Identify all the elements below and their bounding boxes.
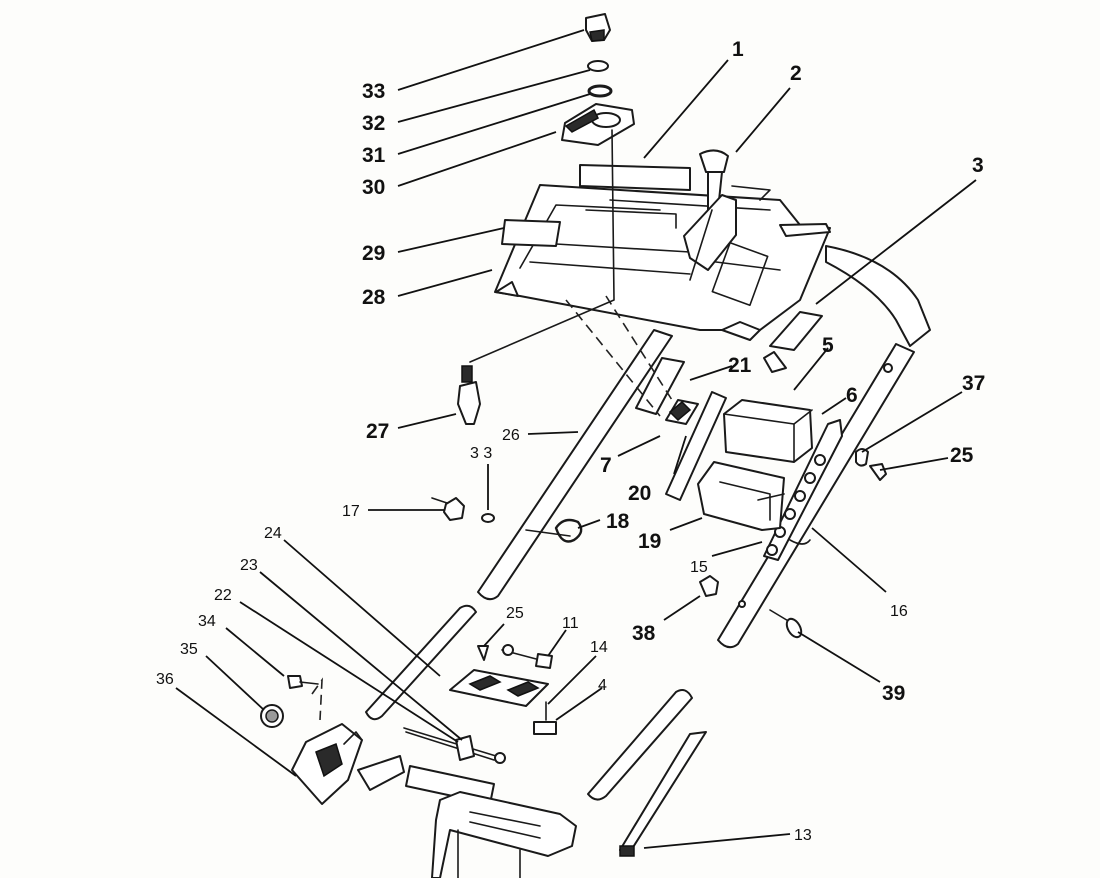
tube-lower-left	[365, 604, 477, 721]
cable-to-18	[525, 529, 571, 537]
part-25-screw-right	[869, 463, 887, 481]
callout-4: 4	[598, 677, 607, 694]
callout-13: 13	[794, 827, 812, 844]
callout-14: 14	[590, 639, 608, 656]
part-33-cap	[585, 13, 611, 42]
callout-19: 19	[638, 530, 661, 553]
callout-22: 22	[214, 587, 232, 604]
part-39-bolt	[769, 609, 803, 639]
part-6-box	[723, 399, 813, 463]
part-19-bracket	[697, 461, 785, 531]
part-37-nut	[855, 448, 869, 467]
part-18-clip	[554, 518, 583, 543]
part-27-switch	[457, 365, 481, 425]
part-25-screw-left	[477, 645, 489, 661]
callout-28: 28	[362, 286, 386, 309]
callout-20: 20	[628, 482, 651, 505]
part-13-rod	[619, 731, 707, 857]
part-2-shift-lever	[683, 149, 771, 281]
part-28-control-panel	[494, 184, 831, 341]
part-3-decal	[769, 311, 823, 351]
callout-26: 26	[502, 427, 520, 444]
callout-labels: 33 32 31 30 1 2 3 29 28 5 21 6 37 25 27 …	[156, 38, 985, 844]
callout-6: 6	[846, 384, 858, 407]
callout-38: 38	[632, 622, 656, 645]
callout-25-right: 25	[950, 444, 974, 467]
callout-25-left: 25	[506, 605, 524, 622]
part-36-housing	[291, 723, 363, 805]
assembly-line-b	[605, 295, 673, 401]
callout-34: 34	[198, 613, 216, 630]
callout-36: 36	[156, 671, 174, 688]
part-11-bolt	[501, 644, 553, 669]
part-35-knob	[260, 704, 284, 728]
handle-right	[717, 245, 931, 649]
callout-35: 35	[180, 641, 198, 658]
part-24-step-plate	[449, 669, 549, 707]
part-26-tube	[477, 329, 673, 601]
callout-5: 5	[822, 334, 834, 357]
part-33-washer-small	[481, 513, 495, 523]
part-1-decal	[579, 164, 691, 191]
callout-30: 30	[362, 176, 385, 199]
callout-39: 39	[882, 682, 905, 705]
callout-31: 31	[362, 144, 386, 167]
part-30-housing	[561, 103, 635, 146]
callout-27: 27	[366, 420, 389, 443]
part-4-block	[533, 721, 557, 735]
callout-11: 11	[562, 615, 579, 632]
cable-from-panel	[469, 129, 615, 363]
callout-33-small: 3 3	[470, 445, 492, 462]
callout-18: 18	[606, 510, 630, 533]
part-31-ring	[587, 84, 613, 98]
callout-32: 32	[362, 112, 385, 135]
callout-24: 24	[264, 525, 282, 542]
part-16-cable-strip	[763, 419, 843, 561]
callout-33: 33	[362, 80, 385, 103]
part-23-bolt	[403, 727, 506, 764]
callout-1: 1	[732, 38, 744, 61]
parts-layer	[260, 13, 931, 878]
part-32-washer	[587, 60, 609, 72]
callout-29: 29	[362, 242, 385, 265]
grip-tube	[587, 689, 693, 801]
callout-23: 23	[240, 557, 258, 574]
part-22-spacer	[455, 735, 475, 761]
part-34-screw	[287, 675, 319, 689]
part-5-bracket	[763, 351, 787, 373]
base-frame	[357, 755, 577, 878]
callout-21: 21	[728, 354, 752, 377]
callout-17: 17	[342, 503, 360, 520]
callout-37: 37	[962, 372, 985, 395]
callout-16: 16	[890, 603, 908, 620]
part-38-nut	[699, 575, 719, 597]
leader-lines	[175, 29, 977, 849]
assembly-line-a	[565, 299, 661, 417]
assembly-line-c	[311, 677, 323, 721]
part-29-cover	[501, 219, 561, 247]
callout-2: 2	[790, 62, 802, 85]
part-20-plate	[665, 391, 727, 501]
callout-7: 7	[600, 454, 612, 477]
callout-3: 3	[972, 154, 984, 177]
callout-15: 15	[690, 559, 708, 576]
part-17-nut	[443, 497, 465, 521]
